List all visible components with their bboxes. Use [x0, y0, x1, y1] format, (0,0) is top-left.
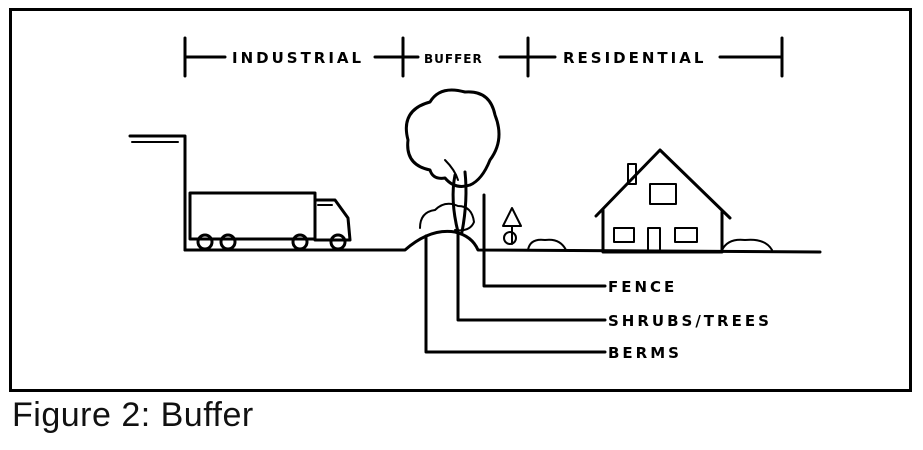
house-icon: [596, 150, 730, 252]
ground-line: [185, 231, 820, 252]
shrubs-leader: [458, 234, 605, 320]
callout-shrubs-trees: SHRUBS/TREES: [608, 312, 772, 330]
berms-leader: [426, 236, 605, 352]
fence-leader: [484, 252, 605, 286]
smokestack: [130, 136, 185, 250]
callout-fence: FENCE: [608, 278, 677, 296]
shrub-icon: [420, 204, 474, 231]
hedge-icon: [528, 240, 566, 250]
hedge-icon-right: [722, 240, 772, 250]
truck-icon: [190, 193, 350, 249]
figure-caption: Figure 2: Buffer: [12, 396, 254, 435]
callout-berms: BERMS: [608, 344, 682, 362]
buffer-diagram: INDUSTRIAL BUFFER RESIDENTIAL: [0, 0, 923, 400]
zone-label-residential: RESIDENTIAL: [563, 49, 706, 67]
zone-label-buffer: BUFFER: [424, 52, 483, 66]
small-tree-icon: [503, 208, 521, 244]
zone-label-industrial: INDUSTRIAL: [232, 49, 364, 67]
